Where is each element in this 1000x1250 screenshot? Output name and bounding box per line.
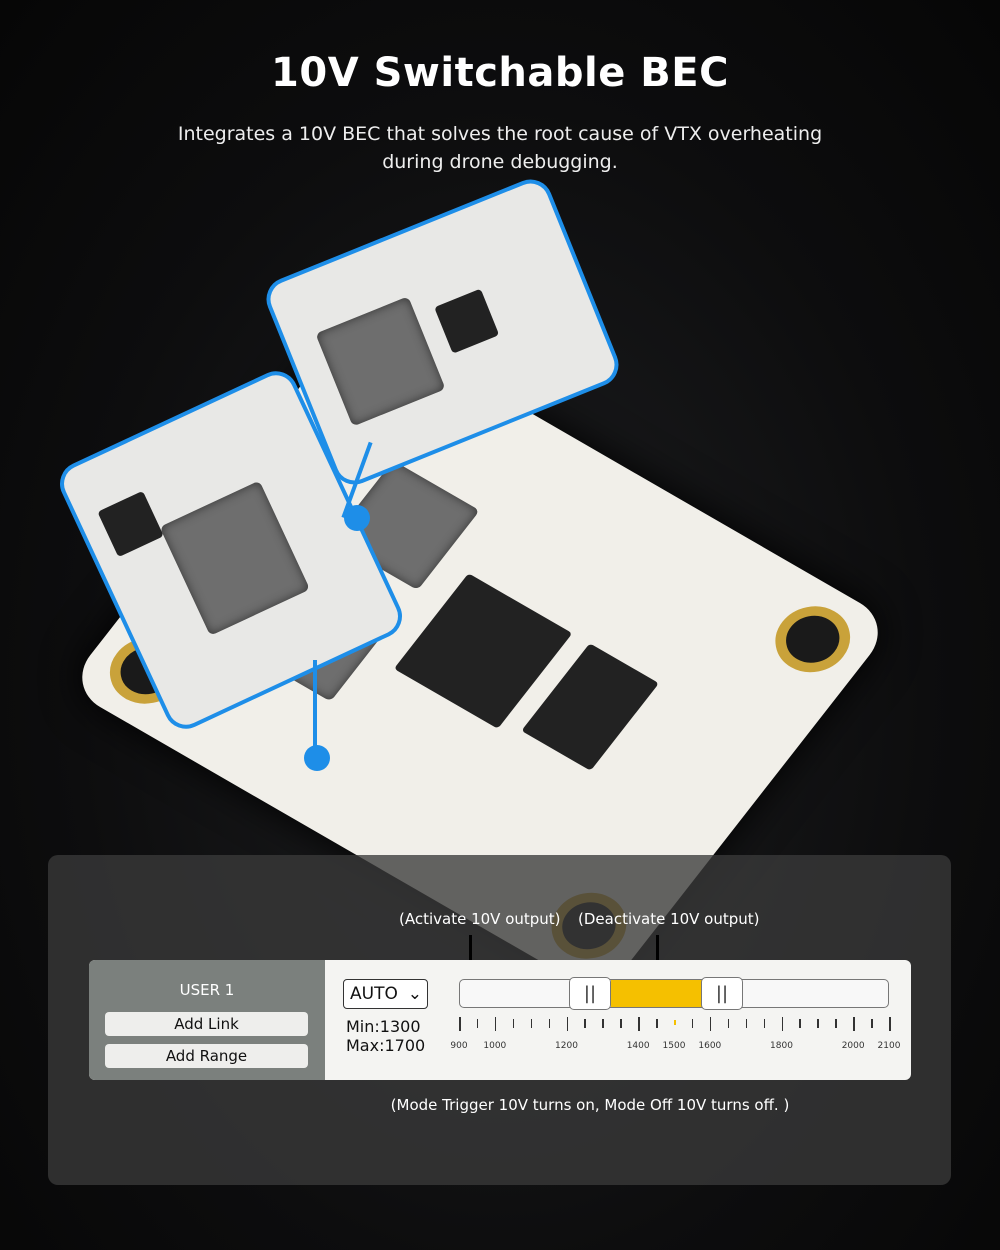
scale-tick: [620, 1019, 622, 1028]
mode-range-card: USER 1 Add Link Add Range AUTO ⌄ Min:1300…: [89, 960, 911, 1080]
scale-tick: [745, 1019, 748, 1028]
scale-tick: [781, 1017, 783, 1031]
callout-dot: [304, 745, 330, 771]
scale-tick: [889, 1017, 891, 1031]
scale-tick: [566, 1017, 568, 1031]
deactivate-pointer: [656, 935, 659, 975]
scale-tick: [656, 1019, 658, 1028]
scale-tick: [512, 1019, 515, 1028]
scale-tick: [494, 1017, 497, 1031]
activate-pointer: [469, 935, 472, 975]
scale-tick: [691, 1019, 694, 1028]
mode-select-value: AUTO: [350, 984, 398, 1004]
scale-tick: [799, 1019, 801, 1028]
scale-label: 2000: [841, 1041, 865, 1051]
scale-tick: [763, 1019, 766, 1028]
page-title: 10V Switchable BEC: [271, 50, 729, 96]
scale-tick: [709, 1017, 712, 1031]
user-section: USER 1 Add Link Add Range: [89, 960, 325, 1080]
add-range-button[interactable]: Add Range: [105, 1044, 308, 1068]
caption: (Mode Trigger 10V turns on, Mode Off 10V…: [390, 1096, 790, 1114]
scale-tick: [817, 1019, 819, 1028]
scale-tick: [638, 1017, 640, 1031]
scale-label: 1200: [555, 1041, 578, 1051]
min-value: Min:1300: [346, 1017, 421, 1036]
callout-line: [313, 660, 317, 755]
range-slider-track[interactable]: || ||: [459, 977, 889, 1010]
chip: [434, 288, 500, 354]
range-slider-fill: [611, 980, 702, 1007]
scale-tick: [459, 1017, 461, 1031]
inductor: [159, 480, 311, 636]
scale-label: 1500: [662, 1041, 686, 1051]
user-label: USER 1: [179, 981, 235, 999]
page-subtitle: Integrates a 10V BEC that solves the roo…: [177, 123, 823, 173]
scale-tick: [871, 1019, 873, 1028]
scale-label: 1400: [626, 1041, 650, 1051]
range-max-handle[interactable]: ||: [701, 977, 743, 1010]
scale-label: 900: [450, 1041, 468, 1051]
scale-label: 1800: [770, 1041, 793, 1051]
range-min-handle[interactable]: ||: [569, 977, 611, 1010]
scale-label: 1600: [698, 1041, 722, 1051]
scale-tick: [584, 1019, 586, 1028]
callout-dot: [344, 505, 370, 531]
chevron-down-icon: ⌄: [407, 984, 422, 1004]
scale-tick: [727, 1019, 730, 1028]
max-value: Max:1700: [346, 1036, 426, 1055]
scale-tick: [853, 1017, 855, 1031]
inductor: [315, 296, 446, 427]
scale-tick: [602, 1019, 604, 1028]
add-link-button[interactable]: Add Link: [105, 1012, 308, 1036]
scale-label: 1000: [483, 1041, 507, 1051]
scale-tick: [674, 1020, 676, 1025]
chip: [97, 490, 164, 558]
mode-select[interactable]: AUTO ⌄: [343, 979, 428, 1009]
mount-hole: [760, 593, 865, 685]
activate-annotation: (Activate 10V output): [399, 910, 561, 928]
scale-tick: [548, 1019, 551, 1028]
scale-tick: [476, 1019, 479, 1028]
scale-tick: [835, 1019, 837, 1028]
scale-label: 2100: [877, 1041, 901, 1051]
deactivate-annotation: (Deactivate 10V output): [578, 910, 760, 928]
scale-tick: [530, 1019, 533, 1028]
